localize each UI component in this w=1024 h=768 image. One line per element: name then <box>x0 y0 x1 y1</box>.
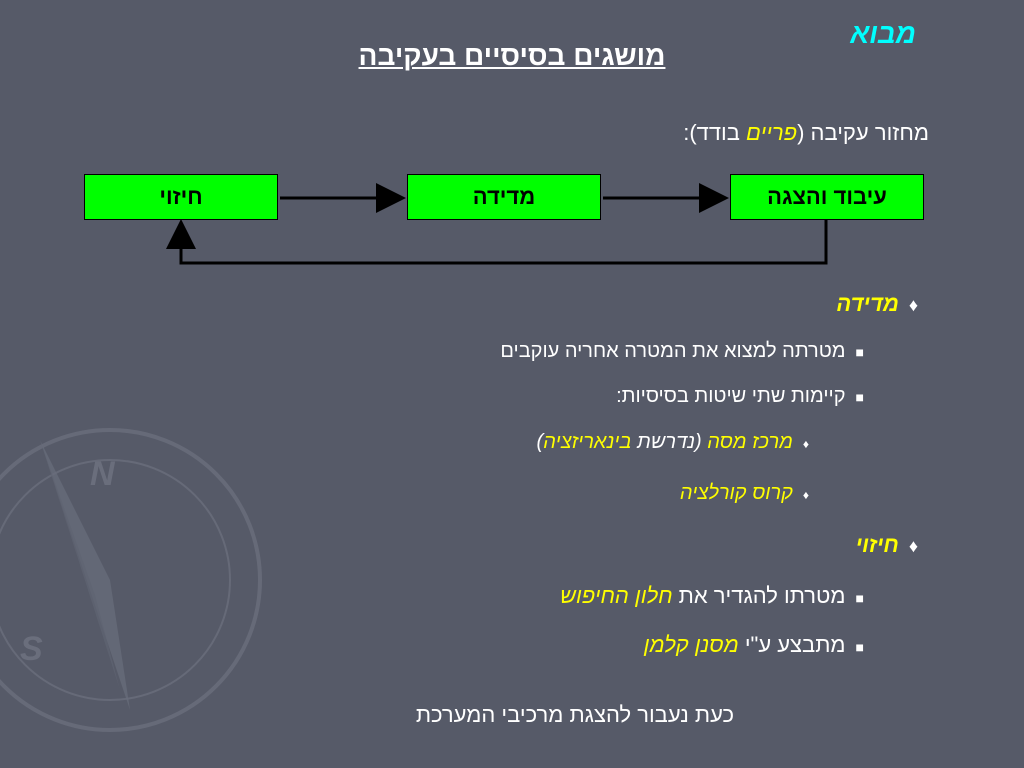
method-center-of-mass: ♦ מרכז מסה (נדרשת בינאריזציה) <box>537 431 809 454</box>
method-1-note-before: (נדרשת <box>631 431 708 453</box>
method-1-note-after: ) <box>536 431 544 453</box>
intro-highlight: פריים <box>746 120 798 145</box>
diamond-bullet-icon: ♦ <box>802 488 809 502</box>
compass-watermark-icon: N S <box>0 428 262 732</box>
arrow-feedback-loop <box>166 219 828 265</box>
square-bullet-icon: ■ <box>855 344 864 360</box>
flow-diagram-arrows <box>166 183 828 265</box>
prediction-item-2-text: מתבצע ע"י <box>738 632 846 657</box>
svg-text:N: N <box>90 455 116 493</box>
method-2-name: קרוס קורלציה <box>679 482 793 504</box>
measurement-item-1-text: מטרתה למצוא את המטרה אחריה עוקבים <box>500 340 846 362</box>
square-bullet-icon: ■ <box>855 639 864 655</box>
flow-box-processing: עיבוד והצגה <box>730 174 924 220</box>
square-bullet-icon: ■ <box>855 389 864 405</box>
flow-box-prediction: חיזוי <box>84 174 278 220</box>
page-title: מושגים בסיסיים בעקיבה <box>358 40 666 71</box>
measurement-item-2-text: קיימות שתי שיטות בסיסיות: <box>616 385 846 407</box>
prediction-item-1-highlight: חלון החיפוש <box>559 583 673 608</box>
prediction-item-1: ■ מטרתו להגדיר את חלון החיפוש <box>560 583 864 609</box>
prediction-heading-row: ♦ חיזוי <box>855 532 918 558</box>
intro-line: מחזור עקיבה (פריים בודד): <box>683 120 929 146</box>
method-cross-correlation: ♦ קרוס קורלציה <box>680 482 809 505</box>
diamond-bullet-icon: ♦ <box>802 437 809 451</box>
prediction-item-2-highlight: מסנן קלמן <box>643 632 739 657</box>
prediction-item-2: ■ מתבצע ע"י מסנן קלמן <box>644 632 864 658</box>
measurement-item-1: ■ מטרתה למצוא את המטרה אחריה עוקבים <box>500 340 864 363</box>
diamond-bullet-icon: ♦ <box>908 536 918 556</box>
square-bullet-icon: ■ <box>855 590 864 606</box>
diamond-bullet-icon: ♦ <box>908 295 918 315</box>
method-1-note-highlight: בינאריזציה <box>543 431 632 453</box>
measurement-item-2: ■ קיימות שתי שיטות בסיסיות: <box>616 385 864 408</box>
intro-text-after: בודד): <box>683 120 747 145</box>
svg-text:S: S <box>20 630 43 668</box>
measurement-heading: מדידה <box>836 291 899 316</box>
prediction-heading: חיזוי <box>855 532 899 557</box>
footer-text: כעת נעבור להצגת מרכיבי המערכת <box>415 702 734 727</box>
section-label: מבוא <box>850 18 916 49</box>
measurement-heading-row: ♦ מדידה <box>836 291 918 317</box>
flow-box-measurement: מדידה <box>407 174 601 220</box>
intro-text-before: מחזור עקיבה ( <box>797 120 929 145</box>
prediction-item-1-text: מטרתו להגדיר את <box>672 583 846 608</box>
method-1-name: מרכז מסה <box>707 431 793 453</box>
